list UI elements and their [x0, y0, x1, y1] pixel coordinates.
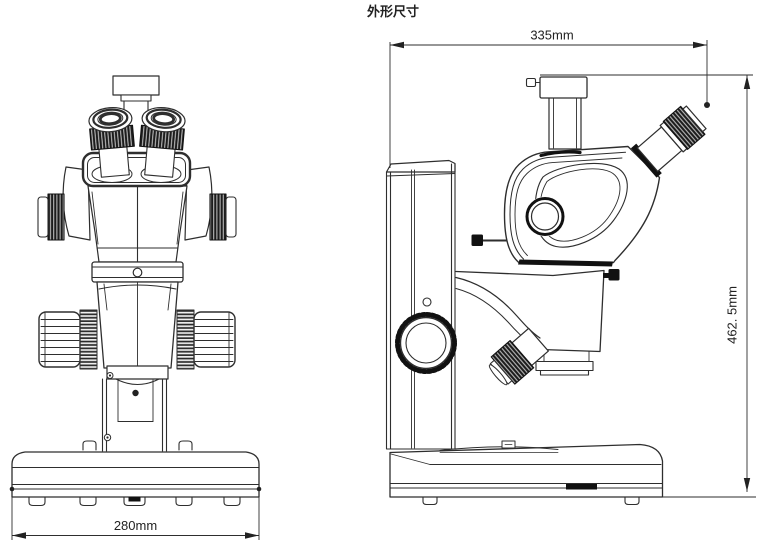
- side-arm-pod: [455, 269, 620, 386]
- dimension-side-width: 335mm: [389, 28, 710, 168]
- dimension-label-280mm: 280mm: [114, 518, 157, 533]
- side-base: [386, 440, 664, 506]
- front-base: [9, 451, 262, 507]
- side-base-label: [566, 484, 597, 490]
- side-column: [385, 159, 456, 450]
- front-eyepiece-right: [139, 106, 186, 178]
- front-focus-knobs: [38, 309, 236, 370]
- front-base-feet: [28, 496, 241, 507]
- front-zoom-pod: [96, 281, 179, 369]
- front-collar: [91, 261, 184, 283]
- side-arm-knob: [608, 269, 620, 281]
- front-view: [9, 75, 262, 507]
- dimension-label-335mm: 335mm: [530, 28, 573, 43]
- front-side-knobs: [37, 166, 237, 241]
- drawing-title: 外形尺寸: [366, 4, 419, 19]
- front-eyepieces: [88, 106, 186, 178]
- side-base-feet: [422, 496, 640, 506]
- dimension-label-462-5mm: 462. 5mm: [725, 286, 740, 344]
- dimension-front-width: 280mm: [11, 492, 260, 540]
- side-objective: [488, 327, 549, 386]
- dimension-side-height: 462. 5mm: [540, 74, 756, 498]
- front-head-body: [87, 185, 188, 263]
- side-focus-knob: [395, 297, 457, 374]
- side-view: [385, 76, 707, 506]
- side-head: [503, 145, 661, 267]
- front-stand-column: [82, 365, 193, 452]
- side-eyepiece-tube: [630, 105, 707, 178]
- front-camera-port: [112, 75, 160, 116]
- front-eyepiece-left: [88, 106, 135, 178]
- side-camera-port: [525, 76, 588, 150]
